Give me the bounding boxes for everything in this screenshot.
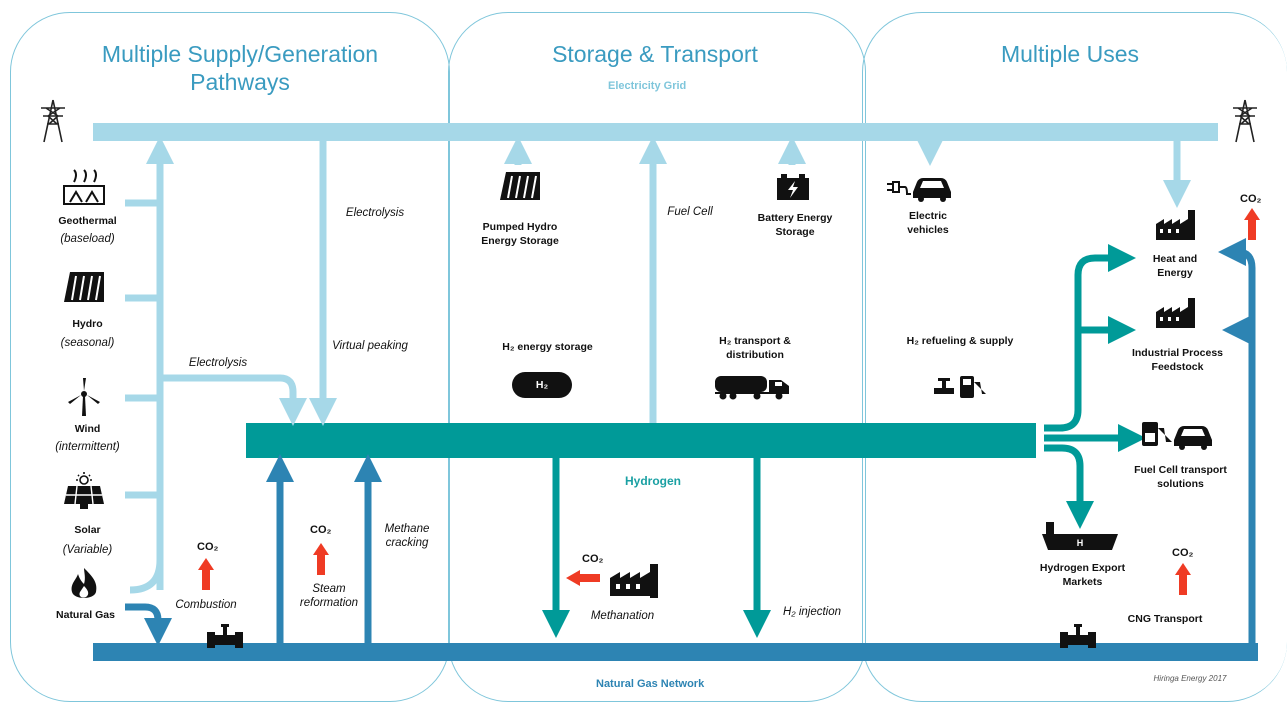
electrolysis-label-upper: Electrolysis <box>345 207 405 219</box>
pumped-hydro-icon <box>500 172 540 200</box>
solar-name: Solar <box>74 524 101 536</box>
h2-refueling-label: H₂ refueling & supply <box>906 335 1014 347</box>
combustion-label: Combustion <box>175 599 237 611</box>
export-markets-label: Hydrogen Export Markets <box>1039 562 1126 588</box>
pylon-icon-right <box>1233 99 1257 143</box>
hydro-note: (seasonal) <box>60 337 115 349</box>
pylon-icon-left <box>41 99 65 143</box>
geothermal-note: (baseload) <box>60 233 115 245</box>
fuel-cell-transport-label: Fuel Cell transport solutions <box>1134 464 1227 490</box>
refuel-pump-icon <box>934 376 986 398</box>
co2-combustion: CO₂ <box>197 541 219 553</box>
wind-name: Wind <box>74 423 101 435</box>
industrial-process-label: Industrial Process Feedstock <box>1131 347 1224 373</box>
heat-energy-label: Heat and Energy <box>1152 253 1198 279</box>
storage-panel-title: Storage & Transport <box>552 41 758 67</box>
battery-storage-label: Battery Energy Storage <box>757 212 833 238</box>
credit-text: Hiringa Energy 2017 <box>1153 674 1227 683</box>
geothermal-icon <box>63 169 105 205</box>
h2-tank-text: H₂ <box>535 379 549 391</box>
electricity-grid-bar <box>93 123 1218 141</box>
battery-icon <box>777 174 809 200</box>
wind-note: (intermittent) <box>55 441 120 453</box>
steam-reformation-label: Steam reformation <box>299 583 359 609</box>
ship-h-text: H <box>1076 538 1084 548</box>
pumped-hydro-label: Pumped Hydro Energy Storage <box>481 221 559 247</box>
valve-icon-left <box>207 624 243 648</box>
uses-panel-title: Multiple Uses <box>1000 41 1140 67</box>
hydro-dam-icon <box>64 272 104 302</box>
flame-icon <box>71 568 97 598</box>
wind-turbine-icon <box>68 378 100 416</box>
factory-icon-industrial <box>1156 298 1195 328</box>
grid-label: Electricity Grid <box>608 80 687 92</box>
h2-tank-icon <box>512 372 572 398</box>
factory-icon-methanation <box>610 564 658 598</box>
export-ship-icon <box>1042 522 1118 550</box>
methane-cracking-label: Methane cracking <box>384 523 430 549</box>
h2-injection-label: H₂ injection <box>782 606 842 618</box>
supply-panel-title: Multiple Supply/Generation Pathways <box>101 41 379 95</box>
gas-network-bar <box>93 643 1258 661</box>
fuel-cell-car-icon <box>1142 422 1212 450</box>
h2-energy-storage-label: H₂ energy storage <box>502 341 593 353</box>
co2-heat: CO₂ <box>1240 193 1262 205</box>
co2-cng: CO₂ <box>1172 547 1194 559</box>
electrolysis-label-lower: Electrolysis <box>188 357 248 369</box>
natural-gas-name: Natural Gas <box>56 609 115 621</box>
electric-vehicles-label: Electric vehicles <box>907 210 949 236</box>
virtual-peaking-label: Virtual peaking <box>332 340 408 352</box>
electric-car-icon <box>887 178 951 202</box>
valve-icon-right <box>1060 624 1096 648</box>
gas-network-label: Natural Gas Network <box>596 678 705 690</box>
geothermal-name: Geothermal <box>58 215 117 227</box>
hydrogen-bar <box>246 423 1036 458</box>
methanation-label: Methanation <box>590 610 655 622</box>
co2-steam: CO₂ <box>310 524 332 536</box>
co2-methanation: CO₂ <box>582 553 604 565</box>
hydro-name: Hydro <box>72 318 103 330</box>
factory-icon-heat <box>1156 210 1195 240</box>
solar-note: (Variable) <box>62 544 113 556</box>
solar-panel-icon <box>64 472 104 509</box>
hydrogen-label: Hydrogen <box>625 474 682 488</box>
h2-transport-label: H₂ transport & distribution <box>719 335 791 361</box>
fuel-cell-label: Fuel Cell <box>667 206 713 218</box>
tanker-truck-icon <box>715 376 789 400</box>
cng-transport-label: CNG Transport <box>1127 613 1203 625</box>
